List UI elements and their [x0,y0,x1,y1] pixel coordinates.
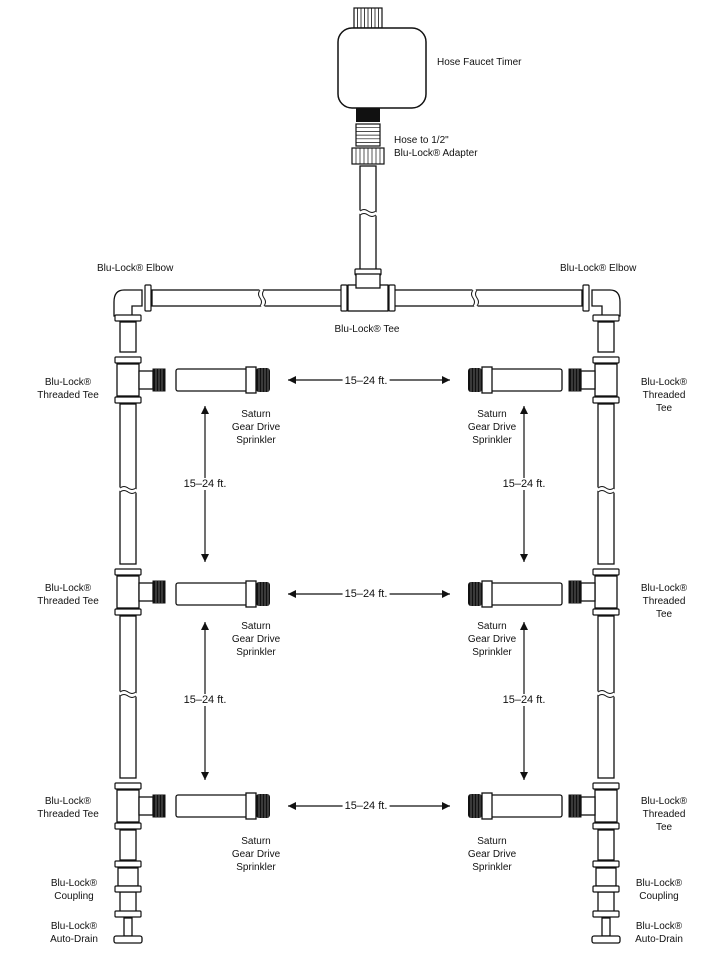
pipe-right-seg-3 [597,829,615,861]
pipe-left-bottom [119,891,137,913]
coupling-left [117,867,139,887]
label-threaded-tee-left-2: Blu-Lock® Threaded Tee [37,583,99,607]
auto-drain-left [113,917,143,944]
label-threaded-tee-right-1: Blu-Lock® Threaded Tee [640,377,688,414]
sprinkler-left-3 [175,792,270,820]
pipe-left-seg-3 [119,829,137,861]
threaded-tee-left-1 [116,363,166,397]
label-auto-drain-left: Blu-Lock® Auto-Drain [50,921,98,945]
pipe-right-seg-2 [595,615,617,779]
sprinklers [175,366,563,820]
sprinkler-right-2 [468,580,563,608]
label-sprinkler-right-3: Saturn Gear Drive Sprinkler [467,836,517,873]
dimension-vertical-right-1: 15–24 ft. [500,478,548,490]
tee-main [347,273,389,312]
label-threaded-tee-left-1: Blu-Lock® Threaded Tee [37,377,99,401]
pipe-top-right [391,287,583,309]
hose-faucet-timer [337,7,427,122]
label-sprinkler-right-1: Saturn Gear Drive Sprinkler [467,409,517,446]
dimension-horizontal-2: 15–24 ft. [342,588,390,600]
coupling-right [595,867,617,887]
label-elbow-left: Blu-Lock® Elbow [97,263,174,274]
label-sprinkler-left-2: Saturn Gear Drive Sprinkler [231,621,281,658]
label-auto-drain-right: Blu-Lock® Auto-Drain [635,921,683,945]
threaded-tee-left-3 [116,789,166,823]
threaded-tee-right-3 [568,789,618,823]
dimension-horizontal-3: 15–24 ft. [342,800,390,812]
sprinkler-left-2 [175,580,270,608]
sprinkler-right-1 [468,366,563,394]
label-sprinkler-left-1: Saturn Gear Drive Sprinkler [231,409,281,446]
threaded-tee-right-1 [568,363,618,397]
fittings [113,7,621,944]
label-sprinkler-left-3: Saturn Gear Drive Sprinkler [231,836,281,873]
pipe-top-left [151,287,343,309]
label-threaded-tee-right-2: Blu-Lock® Threaded Tee [640,583,688,620]
label-sprinkler-right-2: Saturn Gear Drive Sprinkler [467,621,517,658]
pipe-left-seg-1 [117,403,139,565]
label-coupling-right: Blu-Lock® Coupling [635,878,683,902]
dimension-vertical-left-1: 15–24 ft. [181,478,229,490]
auto-drain-right [591,917,621,944]
dimension-vertical-left-2: 15–24 ft. [181,694,229,706]
label-coupling-left: Blu-Lock® Coupling [50,878,98,902]
hose-adapter [351,123,385,165]
label-threaded-tee-right-3: Blu-Lock® Threaded Tee [640,796,688,833]
label-elbow-right: Blu-Lock® Elbow [560,263,637,274]
label-tee: Blu-Lock® Tee [334,324,400,335]
elbow-right [591,289,621,317]
pipe-right-upper [597,321,615,353]
sprinkler-right-3 [468,792,563,820]
elbow-left [113,289,143,317]
pipe-right-bottom [597,891,615,913]
threaded-tee-right-2 [568,575,618,609]
pipe-right-seg-1 [595,403,617,565]
label-hose-faucet-timer: Hose Faucet Timer [437,57,522,68]
sprinkler-left-1 [175,366,270,394]
dimension-horizontal-1: 15–24 ft. [342,375,390,387]
threaded-tee-left-2 [116,575,166,609]
dimension-vertical-right-2: 15–24 ft. [500,694,548,706]
pipe-main-riser [357,165,379,271]
pipe-left-upper [119,321,137,353]
label-hose-adapter: Hose to 1/2" Blu-Lock® Adapter [394,135,478,159]
pipe-left-seg-2 [117,615,139,779]
label-threaded-tee-left-3: Blu-Lock® Threaded Tee [37,796,99,820]
